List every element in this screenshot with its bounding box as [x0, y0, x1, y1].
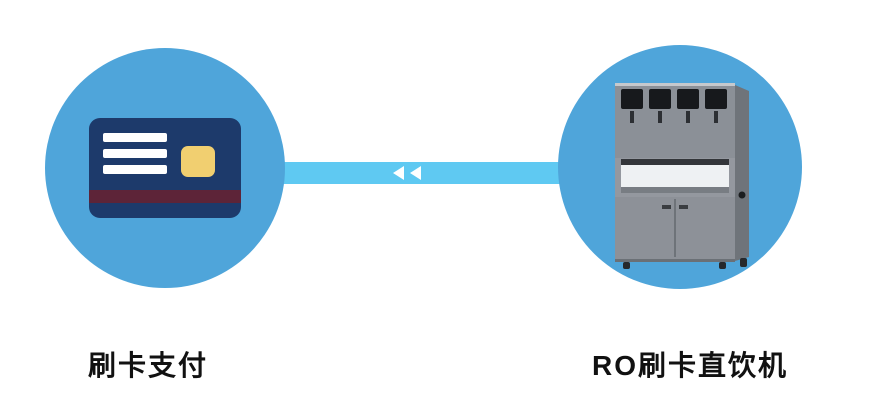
connector-bar	[238, 162, 574, 184]
water-dispenser-icon	[615, 83, 749, 269]
left-arrow-icon	[410, 166, 421, 180]
left-node-label: 刷卡支付	[87, 350, 209, 381]
left-arrows-icon	[390, 166, 424, 180]
left-arrow-icon	[393, 166, 404, 180]
right-node-label: RO刷卡直饮机	[591, 350, 789, 381]
node-card-payment	[45, 48, 285, 288]
node-water-dispenser	[558, 45, 802, 289]
credit-card-icon	[89, 118, 241, 218]
